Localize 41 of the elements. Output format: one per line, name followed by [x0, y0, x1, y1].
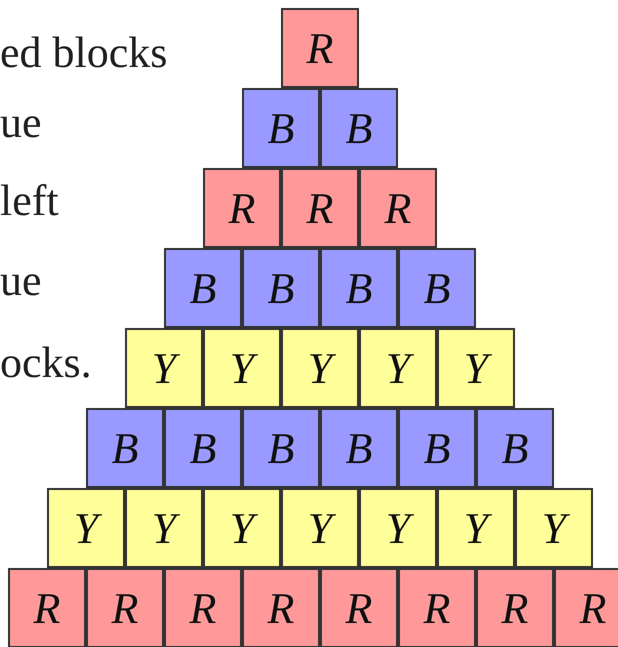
letter-block: B: [398, 408, 476, 488]
letter-block: B: [476, 408, 554, 488]
letter-block: B: [242, 408, 320, 488]
letter-block: B: [398, 248, 476, 328]
letter-block: Y: [125, 488, 203, 568]
text-fragment: ed blocks: [0, 28, 168, 78]
letter-block: R: [86, 568, 164, 647]
text-fragment: ocks.: [0, 338, 92, 388]
letter-block: B: [164, 408, 242, 488]
letter-block: Y: [515, 488, 593, 568]
letter-block: Y: [203, 328, 281, 408]
letter-block: R: [359, 168, 437, 248]
letter-block: Y: [359, 488, 437, 568]
letter-block: B: [86, 408, 164, 488]
letter-block: R: [164, 568, 242, 647]
letter-block: B: [320, 248, 398, 328]
letter-block: Y: [281, 488, 359, 568]
letter-block: R: [8, 568, 86, 647]
text-fragment: ue: [0, 256, 42, 306]
text-fragment: left: [0, 176, 59, 226]
letter-block: B: [164, 248, 242, 328]
letter-block: B: [320, 88, 398, 168]
letter-block: Y: [437, 328, 515, 408]
letter-block: Y: [47, 488, 125, 568]
text-fragment: ue: [0, 98, 42, 148]
letter-block: R: [554, 568, 618, 647]
letter-block: Y: [359, 328, 437, 408]
letter-block: B: [242, 248, 320, 328]
letter-block: R: [203, 168, 281, 248]
letter-block: Y: [281, 328, 359, 408]
letter-block: R: [476, 568, 554, 647]
letter-block: B: [242, 88, 320, 168]
letter-block: B: [320, 408, 398, 488]
letter-block: R: [281, 168, 359, 248]
letter-block: R: [398, 568, 476, 647]
letter-block: Y: [437, 488, 515, 568]
letter-block: R: [281, 8, 359, 88]
letter-block: R: [320, 568, 398, 647]
letter-block: R: [242, 568, 320, 647]
letter-block: Y: [125, 328, 203, 408]
letter-block: Y: [203, 488, 281, 568]
